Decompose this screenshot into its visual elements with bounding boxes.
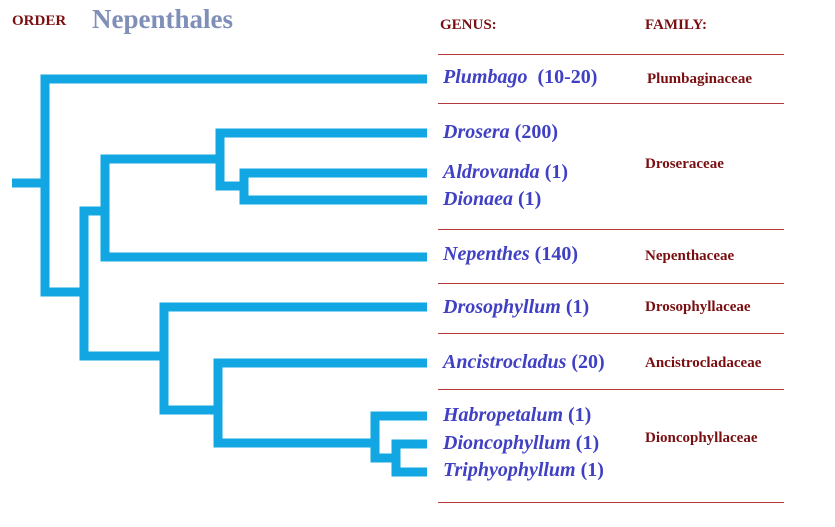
genus-label-dionaea: Dionaea (1)	[443, 188, 541, 211]
genus-name: Aldrovanda	[443, 161, 540, 183]
family-column-header: FAMILY:	[645, 17, 707, 33]
species-count: (1)	[568, 404, 592, 426]
separator-rule	[438, 283, 784, 284]
tree-branch-dioncophyllaceae-clade	[213, 410, 375, 448]
genus-name: Triphyophyllum	[443, 459, 576, 481]
separator-rule	[438, 502, 784, 503]
separator-rule	[438, 389, 784, 390]
tree-branch-dioncophyllum	[391, 439, 427, 458]
family-label-ancistrocladaceae: Ancistrocladaceae	[645, 355, 762, 371]
species-count: (10-20)	[537, 66, 598, 88]
tree-branch-aldrovanda-dionaea-clade	[215, 159, 244, 191]
family-label-dioncophyllaceae: Dioncophyllaceae	[645, 430, 758, 446]
tree-branch-main-clade	[40, 183, 84, 297]
species-count: (1)	[580, 459, 604, 481]
separator-rule	[438, 229, 784, 230]
species-count: (1)	[575, 432, 600, 454]
tree-branch-ancistro-dionco-clade	[159, 356, 218, 415]
species-count: (140)	[534, 243, 578, 265]
species-count: (1)	[518, 188, 542, 210]
genus-label-drosera: Drosera (200)	[443, 121, 558, 144]
tree-branch-lower-clade	[79, 292, 164, 361]
tree-branch-plumbago	[40, 74, 427, 183]
genus-name: Nepenthes	[443, 243, 530, 265]
genus-name: Drosophyllum	[443, 296, 561, 318]
genus-label-habropetalum: Habropetalum (1)	[443, 404, 591, 427]
tree-branch-dioncophyllum-triphyophyllum-clade	[370, 443, 396, 463]
family-label-droseraceae: Droseraceae	[645, 156, 724, 172]
genus-name: Dionaea	[443, 188, 513, 210]
genus-label-triphyophyllum: Triphyophyllum (1)	[443, 459, 604, 482]
order-name: Nepenthales	[92, 4, 233, 34]
genus-name: Dioncophyllum	[443, 432, 571, 454]
tree-branch-drosophyllum	[159, 302, 427, 356]
genus-name: Habropetalum	[443, 404, 564, 426]
separator-rule	[438, 54, 784, 55]
tree-branch-upper-clade	[79, 206, 105, 292]
tree-branch-drosera	[215, 128, 427, 159]
genus-label-drosophyllum: Drosophyllum (1)	[443, 296, 589, 319]
species-count: (1)	[565, 296, 590, 318]
family-label-nepenthaceae: Nepenthaceae	[645, 248, 735, 264]
tree-branch-dionaea	[239, 186, 427, 205]
tree-branch-nepenthes	[100, 211, 427, 262]
species-count: (1)	[544, 161, 569, 183]
tree-branch-triphyophyllum	[391, 458, 427, 477]
separator-rule	[438, 333, 784, 334]
genus-name: Ancistrocladus	[443, 351, 567, 373]
genus-label-aldrovanda: Aldrovanda (1)	[443, 161, 568, 184]
genus-label-dioncophyllum: Dioncophyllum (1)	[443, 432, 599, 455]
family-label-drosophyllaceae: Drosophyllaceae	[645, 299, 751, 315]
tree-branch-droseraceae-clade	[100, 154, 220, 211]
genus-label-plumbago: Plumbago (10-20)	[443, 66, 597, 89]
species-count: (200)	[514, 121, 558, 143]
family-label-plumbaginaceae: Plumbaginaceae	[647, 71, 752, 87]
genus-label-ancistrocladus: Ancistrocladus (20)	[443, 351, 605, 374]
genus-label-nepenthes: Nepenthes (140)	[443, 243, 578, 266]
genus-column-header: GENUS:	[440, 17, 497, 33]
tree-branch-habropetalum	[370, 411, 427, 443]
order-label: ORDER	[12, 13, 67, 29]
genus-name: Drosera	[443, 121, 510, 143]
tree-branch-ancistrocladus	[213, 358, 427, 410]
separator-rule	[438, 103, 784, 104]
tree-branch-aldrovanda	[239, 168, 427, 186]
species-count: (20)	[571, 351, 605, 373]
genus-name: Plumbago	[443, 66, 528, 88]
